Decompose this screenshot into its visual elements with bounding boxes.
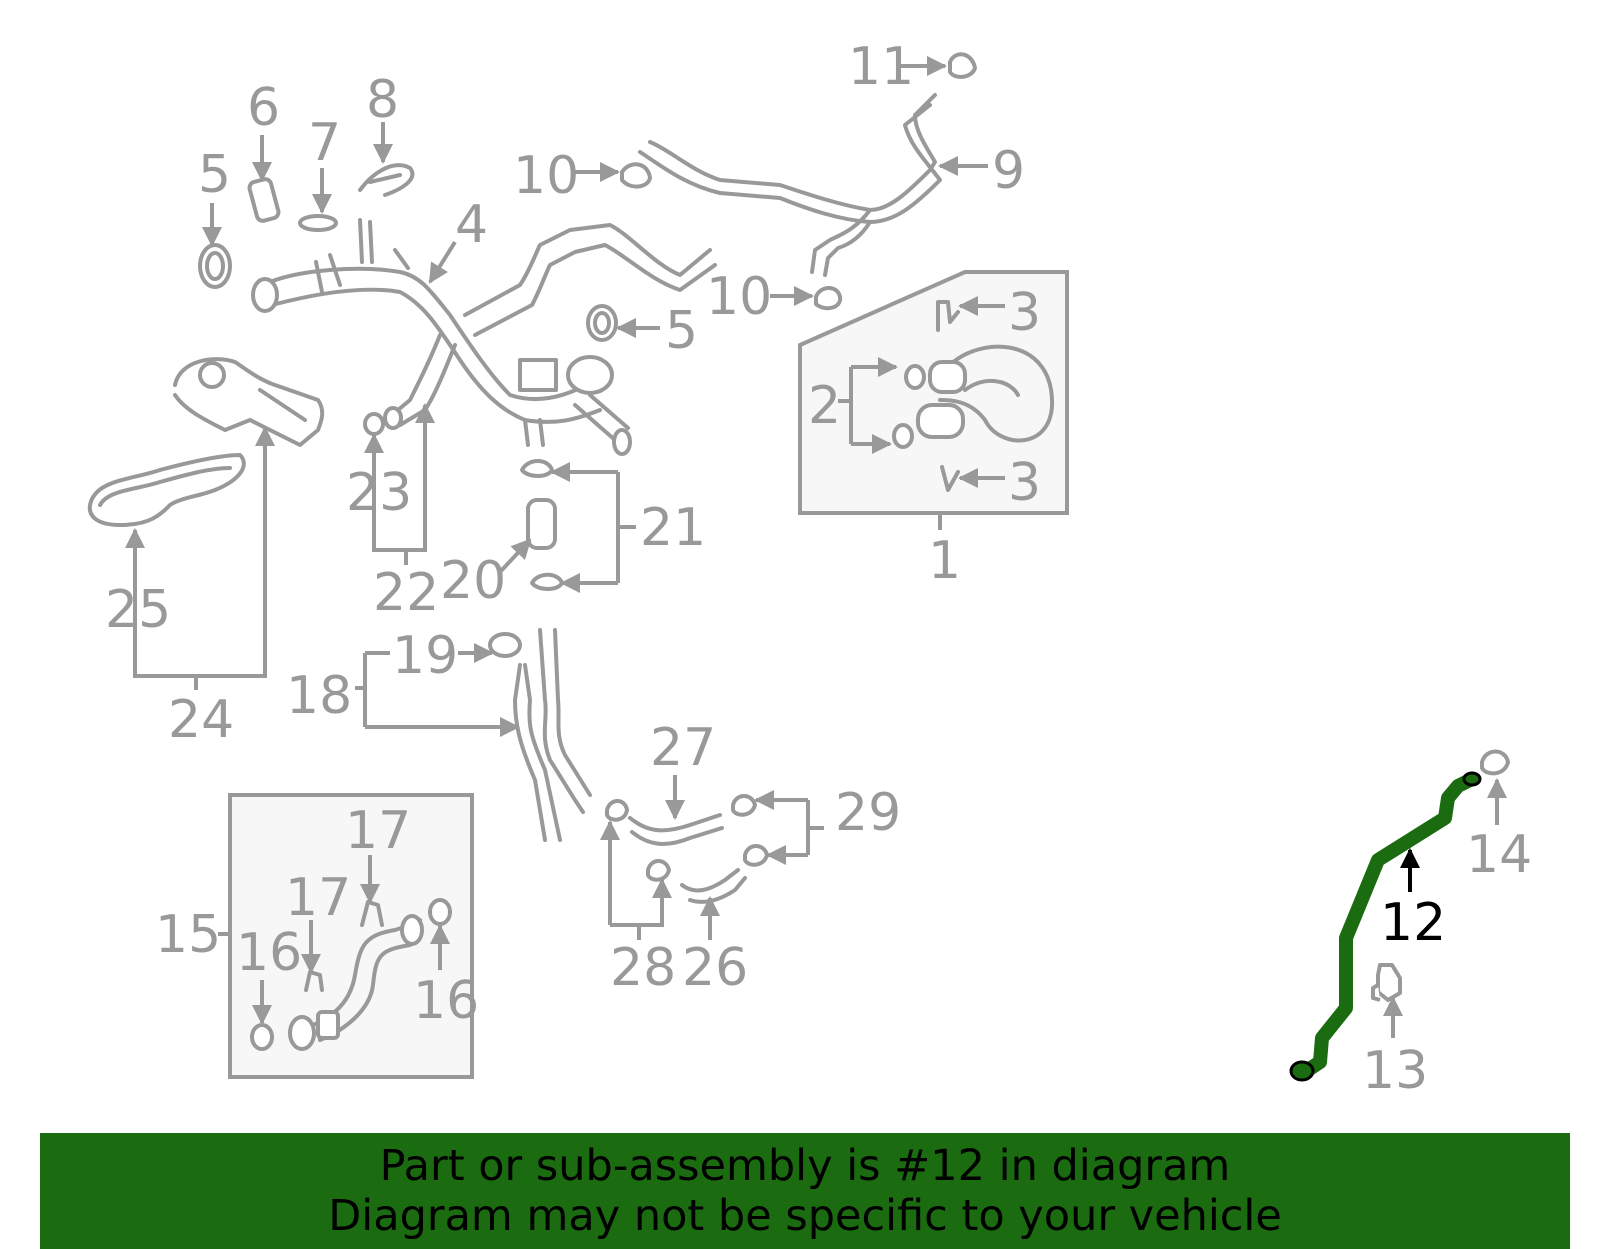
group-box-15	[218, 793, 474, 1079]
callout-23: 23	[346, 463, 412, 523]
banner-line-1: Part or sub-assembly is #12 in diagram	[379, 1141, 1231, 1191]
callout-28: 28	[610, 938, 676, 998]
callout-9: 9	[992, 141, 1025, 201]
callout-24: 24	[168, 690, 234, 750]
parts-26-29	[605, 794, 769, 904]
callout-7: 7	[308, 113, 341, 173]
callout-3a: 3	[1008, 283, 1041, 343]
info-banner: Part or sub-assembly is #12 in diagram D…	[40, 1133, 1570, 1249]
callout-labels: 1 2 3 3 4 5 5 6 7 8 9 10 10 11 12 13 14 …	[105, 37, 1532, 1101]
banner-line-2: Diagram may not be specific to your vehi…	[328, 1191, 1282, 1241]
callout-6: 6	[247, 78, 280, 138]
group-box-1	[798, 270, 1069, 530]
parts-13-14	[1371, 749, 1510, 1002]
callout-19: 19	[392, 626, 458, 686]
callout-8: 8	[366, 70, 399, 130]
callout-12: 12	[1380, 893, 1446, 953]
callout-17a: 17	[345, 801, 411, 861]
callout-22: 22	[373, 563, 439, 623]
callout-13: 13	[1362, 1041, 1428, 1101]
callout-4: 4	[455, 195, 488, 255]
callout-2: 2	[808, 376, 841, 436]
callout-1: 1	[928, 531, 961, 591]
callout-27: 27	[650, 718, 716, 778]
callout-25: 25	[105, 580, 171, 640]
callout-18: 18	[286, 666, 352, 726]
callout-5b: 5	[665, 301, 698, 361]
callout-16a: 16	[236, 923, 302, 983]
callout-16b: 16	[413, 971, 479, 1031]
leader-lines	[125, 56, 1507, 1038]
callout-10a: 10	[513, 146, 579, 206]
callout-15: 15	[155, 905, 221, 965]
part-4-coolant-pipe	[251, 218, 717, 456]
callout-21: 21	[640, 498, 706, 558]
callout-14: 14	[1466, 825, 1532, 885]
part-12-highlighted-hose	[1289, 771, 1482, 1082]
callout-10b: 10	[706, 267, 772, 327]
callout-5a: 5	[198, 145, 231, 205]
part-24-water-pump	[87, 357, 325, 527]
callout-26: 26	[682, 938, 748, 998]
callout-3b: 3	[1008, 453, 1041, 513]
callout-17b: 17	[285, 868, 351, 928]
part-18-pipe	[513, 628, 592, 842]
part-9-hose	[638, 93, 942, 277]
callout-29: 29	[835, 783, 901, 843]
callout-11: 11	[848, 37, 914, 97]
callout-20: 20	[440, 551, 506, 611]
